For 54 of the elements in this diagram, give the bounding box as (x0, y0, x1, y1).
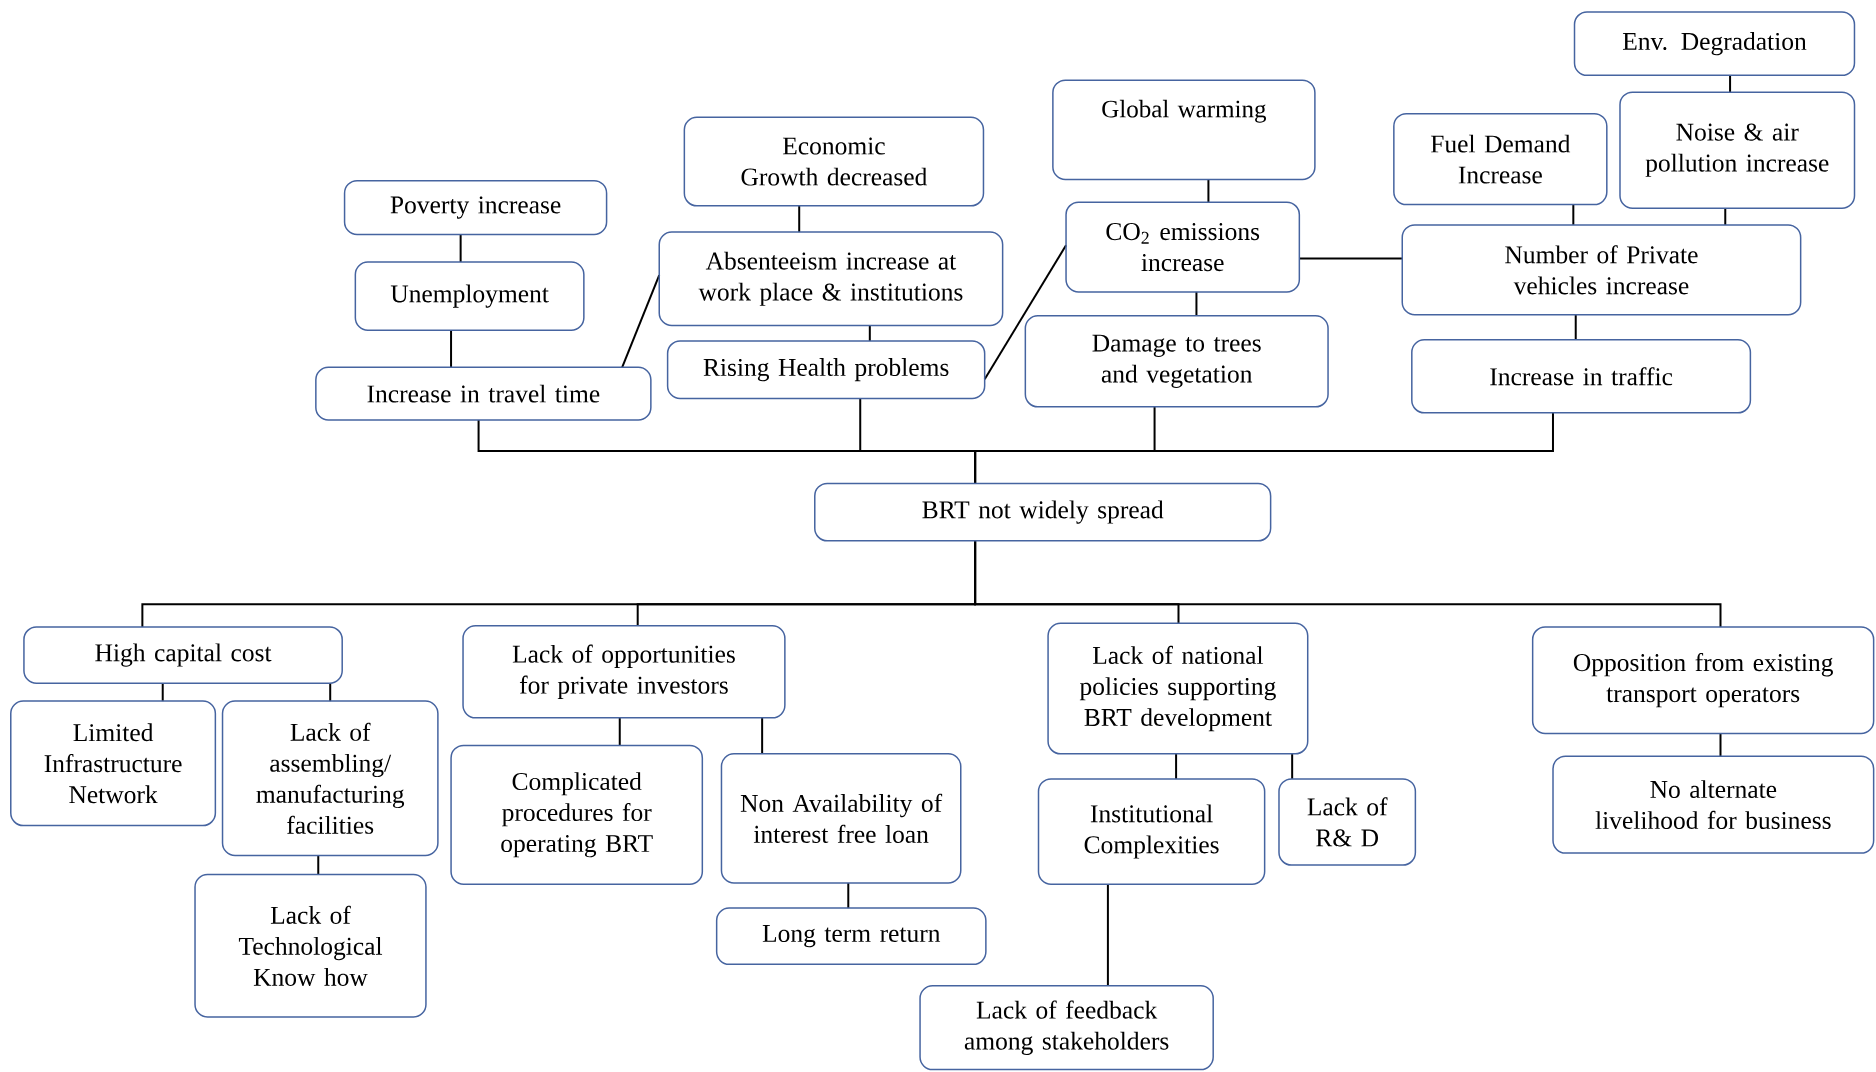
connector-line (1572, 203, 1575, 226)
problem-box: Complicated procedures for operating BRT (450, 744, 704, 885)
connector-line (459, 233, 462, 264)
problem-box: Number of Private vehicles increase (1401, 224, 1802, 316)
connector-line (868, 324, 871, 342)
problem-box: Global warming (1052, 79, 1316, 181)
connector-line (847, 881, 850, 910)
connector-line (329, 682, 332, 703)
problem-box: Limited Infrastructure Network (10, 700, 217, 827)
problem-box: Noise & air pollution increase (1619, 91, 1856, 209)
problem-box: Institutional Complexities (1037, 778, 1266, 885)
problem-box: Lack of feedback among stakeholders (919, 985, 1214, 1071)
problem-box: Unemployment (354, 261, 585, 331)
problem-box: Non Availability of interest free loan (720, 753, 962, 884)
problem-box: Opposition from existing transport operators (1531, 626, 1875, 735)
problem-box: Lack of opportunities for private investors (462, 625, 786, 719)
connector-line (798, 204, 801, 234)
connector-line (1298, 257, 1404, 260)
connector-line (1106, 883, 1109, 987)
problem-box: Increase in travel time (315, 366, 652, 421)
problem-box: CO$_{2}$ emissions increase (1065, 201, 1301, 293)
problem-box: BRT not widely spread (814, 482, 1272, 542)
connector-line (1719, 732, 1722, 758)
problem-box: Lack of assembling/ manufacturing facilities (221, 700, 439, 857)
problem-box: Fuel Demand Increase (1393, 112, 1608, 206)
problem-box: No alternate livelihood for business (1552, 755, 1875, 854)
connector-line (450, 329, 453, 369)
problem-box: Env. Degradation (1573, 11, 1856, 77)
connector-line (317, 854, 320, 876)
problem-box: Economic Growth decreased (683, 116, 985, 207)
problem-box: High capital cost (23, 626, 343, 684)
connector-line (974, 539, 1722, 628)
problem-box: Poverty increase (343, 179, 608, 236)
problem-box: Lack of R& D (1278, 778, 1417, 866)
connector-line (1195, 290, 1198, 317)
connector-line (621, 274, 661, 369)
problem-box: Long term return (715, 907, 987, 966)
connector-line (1729, 74, 1732, 94)
connector-line (983, 244, 1068, 381)
connector-line (161, 682, 164, 703)
connector-line (1175, 752, 1178, 780)
problem-box: Damage to trees and vegetation (1024, 315, 1329, 408)
problem-box: Absenteeism increase at work place & institutions (658, 231, 1004, 327)
problem-box: Lack of national policies supporting BRT development (1047, 622, 1309, 755)
problem-box: Rising Health problems (666, 340, 986, 400)
connector-line (1574, 313, 1577, 341)
problem-box: Lack of Technological Know how (194, 873, 427, 1018)
connector-line (1291, 752, 1294, 780)
connector-line (618, 716, 621, 747)
connector-line (974, 411, 1554, 485)
connector-line (761, 716, 764, 755)
connector-line (1724, 207, 1727, 226)
problem-box: Increase in traffic (1411, 339, 1752, 414)
connector-line (1207, 178, 1210, 204)
